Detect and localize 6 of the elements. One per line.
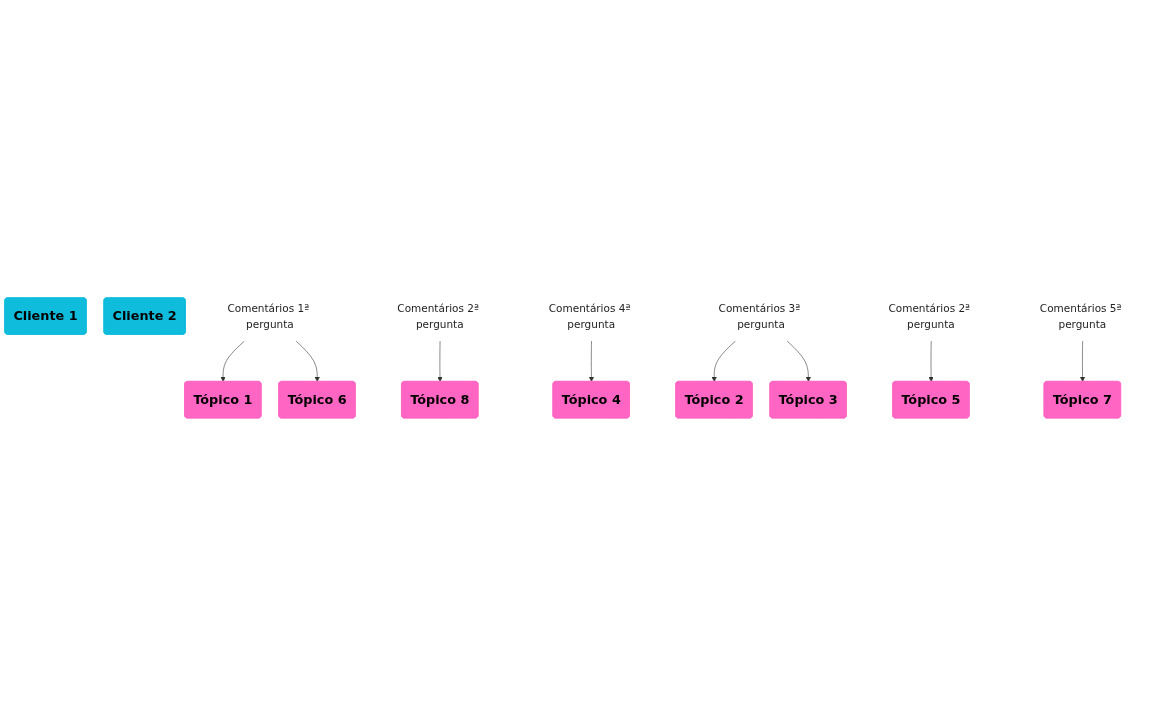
node-text: Comentários 1ª pergunta bbox=[227, 302, 310, 331]
node-text: Comentários 2ª pergunta bbox=[397, 302, 479, 331]
node-text: Comentários 4ª pergunta bbox=[548, 302, 631, 331]
node-text: Comentários 2ª pergunta bbox=[888, 302, 971, 331]
node-text: Comentários 3ª pergunta bbox=[718, 302, 801, 331]
node-text: Comentários 5ª pergunta bbox=[1039, 302, 1122, 331]
